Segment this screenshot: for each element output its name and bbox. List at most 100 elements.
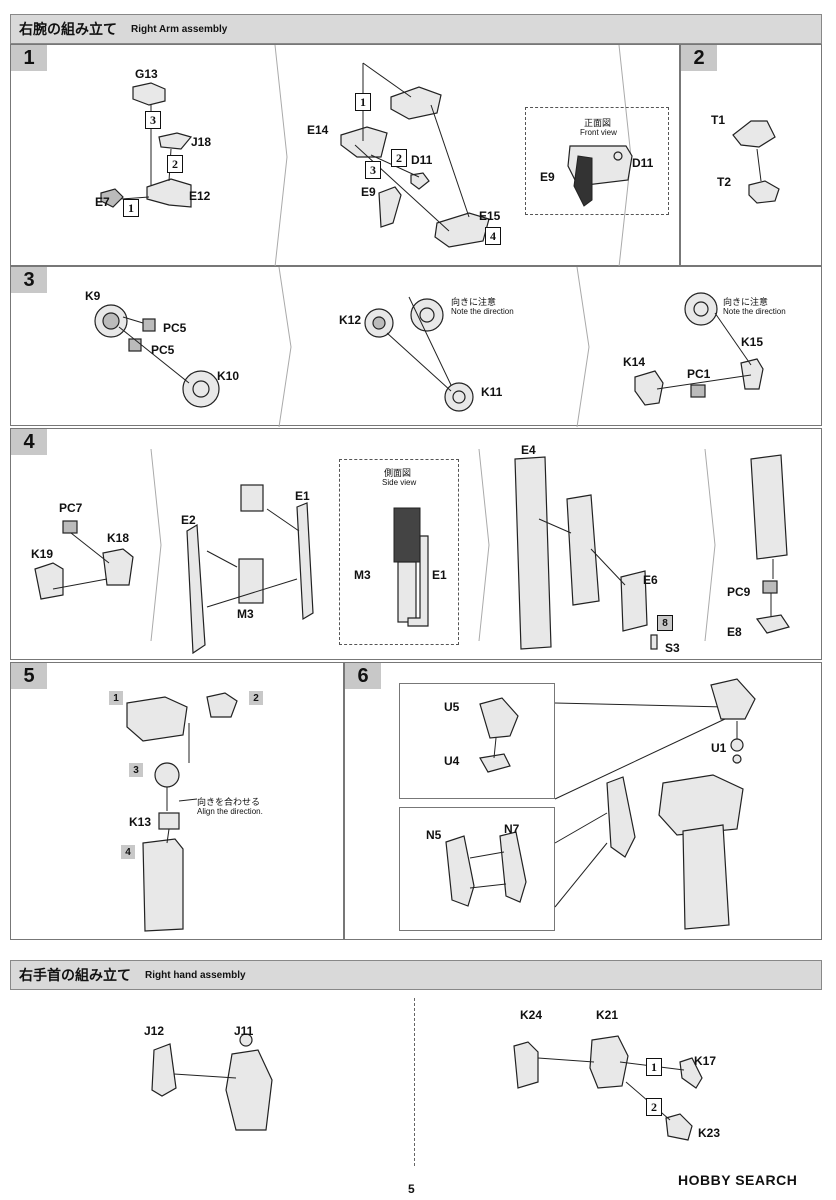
step5-note-en: Align the direction. (197, 807, 263, 816)
step5-order-1: 1 (109, 691, 123, 705)
order-b-3: 3 (365, 161, 381, 179)
label-U1: U1 (711, 741, 727, 755)
step1-panel: 1 G13 J18 E12 E7 3 2 1 E14 D11 E9 E15 1 … (10, 44, 680, 268)
step6-inset-bottom: N5 N7 (399, 807, 555, 931)
label-E7: E7 (95, 195, 110, 209)
label-U5: U5 (444, 700, 460, 714)
label-K12: K12 (339, 313, 362, 327)
front-view-E9: E9 (540, 170, 555, 184)
label-N5: N5 (426, 828, 442, 842)
step3-number: 3 (11, 267, 47, 293)
step5-drawing (126, 692, 238, 932)
label-J12: J12 (144, 1024, 165, 1038)
hand-order-2: 2 (646, 1098, 662, 1116)
label-E14: E14 (307, 123, 329, 137)
step1-drawing-b (340, 44, 632, 268)
label-D11: D11 (411, 153, 433, 167)
brand-watermark: HOBBY SEARCH (678, 1172, 798, 1188)
hand-drawing (151, 1033, 703, 1141)
step5-order-4: 4 (121, 845, 135, 859)
arm-title-jp: 右腕の組み立て (19, 22, 117, 38)
label-PC1: PC1 (687, 367, 711, 381)
label-N7: N7 (504, 822, 520, 836)
step2-panel: 2 T1 T2 (680, 44, 822, 266)
step4-panel: 4 PC7 K19 K18 E2 E1 M3 側 (10, 428, 822, 660)
label-E1: E1 (295, 489, 310, 503)
page-number: 5 (408, 1182, 415, 1196)
label-K14: K14 (623, 355, 646, 369)
side-view-en: Side view (382, 478, 417, 487)
step6-drawing (554, 678, 756, 930)
label-J11: J11 (234, 1024, 254, 1038)
label-E2: E2 (181, 513, 196, 527)
step2-number: 2 (681, 45, 717, 71)
order-b-1: 1 (355, 93, 371, 111)
side-view-box: 側面図 Side view M3 E1 (339, 459, 459, 645)
hand-title-en: Right hand assembly (145, 969, 246, 981)
order-3: 3 (145, 111, 161, 129)
side-view-M3: M3 (354, 568, 371, 582)
label-K18: K18 (107, 531, 130, 545)
order-b-2: 2 (391, 149, 407, 167)
label-K10: K10 (217, 369, 240, 383)
label-U4: U4 (444, 754, 460, 768)
step1-drawing-a (100, 44, 288, 268)
label-E6: E6 (643, 573, 658, 587)
label-K24: K24 (520, 1008, 543, 1022)
label-E12: E12 (189, 189, 211, 203)
step5-number: 5 (11, 663, 47, 689)
label-PC7: PC7 (59, 501, 83, 515)
step5-order-3: 3 (129, 763, 143, 777)
label-E9: E9 (361, 185, 376, 199)
order-8: 8 (657, 615, 673, 631)
step3-drawing (94, 266, 764, 428)
label-E15: E15 (479, 209, 501, 223)
label-E8: E8 (727, 625, 742, 639)
label-J18: J18 (191, 135, 212, 149)
label-M3: M3 (237, 607, 254, 621)
hand-divider (414, 998, 415, 1166)
step5-note-jp: 向きを合わせる (197, 798, 261, 808)
label-K13: K13 (129, 815, 152, 829)
arm-title-en: Right Arm assembly (131, 23, 228, 35)
step4-drawing (34, 448, 790, 655)
step3-panel: 3 K9 PC5 PC5 K10 K12 K11 向きに注意 Note the … (10, 266, 822, 428)
step6-inset-top: U5 U4 (399, 683, 555, 799)
front-view-box: 正面図 Front view E9 D11 (525, 107, 669, 215)
label-PC5-a: PC5 (163, 321, 187, 335)
order-2: 2 (167, 155, 183, 173)
arm-section-header: 右腕の組み立て Right Arm assembly (10, 14, 822, 44)
front-view-jp: 正面図 (584, 119, 612, 129)
label-K11: K11 (481, 385, 503, 399)
side-view-jp: 側面図 (384, 469, 412, 479)
front-view-D11: D11 (632, 156, 654, 170)
label-K15: K15 (741, 335, 764, 349)
step6-panel: 6 U5 U4 N5 N7 U1 (344, 662, 822, 940)
step3-note-jp-b: 向きに注意 (451, 298, 497, 308)
step5-panel: 5 1 2 3 4 K13 向きを合わせる Align the directio… (10, 662, 344, 940)
hand-order-1: 1 (646, 1058, 662, 1076)
label-K19: K19 (31, 547, 54, 561)
order-1: 1 (123, 199, 139, 217)
front-view-en: Front view (580, 128, 617, 137)
step3-note-jp-c: 向きに注意 (723, 298, 769, 308)
label-S3: S3 (665, 641, 680, 655)
label-K17: K17 (694, 1054, 717, 1068)
label-T1: T1 (711, 113, 726, 127)
label-K21: K21 (596, 1008, 619, 1022)
step1-number: 1 (11, 45, 47, 71)
label-G13: G13 (135, 67, 158, 81)
hand-title-jp: 右手首の組み立て (19, 968, 131, 984)
hand-section-header: 右手首の組み立て Right hand assembly (10, 960, 822, 990)
label-PC9: PC9 (727, 585, 751, 599)
step6-number: 6 (345, 663, 381, 689)
label-PC5-b: PC5 (151, 343, 175, 357)
step4-number: 4 (11, 429, 47, 455)
step3-note-en-b: Note the direction (451, 307, 514, 316)
side-view-E1: E1 (432, 568, 447, 582)
label-K9: K9 (85, 289, 101, 303)
step5-order-2: 2 (249, 691, 263, 705)
order-b-4: 4 (485, 227, 501, 245)
label-T2: T2 (717, 175, 732, 189)
label-E4: E4 (521, 443, 536, 457)
